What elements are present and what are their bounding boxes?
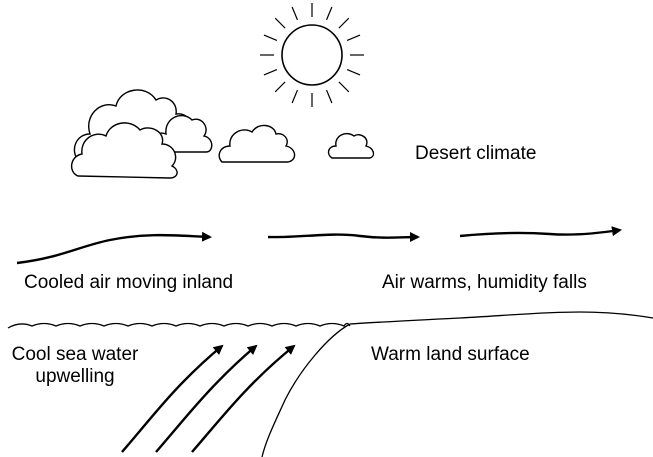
sun-ray xyxy=(338,17,350,29)
arrow-icon xyxy=(16,226,622,265)
sea-surface-waves xyxy=(7,322,351,329)
cool-sea-label: Cool sea water upwelling xyxy=(5,344,145,388)
warm-air-arrow xyxy=(459,226,622,238)
cool-sea-label-line1: Cool sea water xyxy=(11,344,139,365)
upwelling-arrows xyxy=(121,344,296,453)
air-warms-label: Air warms, humidity falls xyxy=(382,272,587,293)
sun-ray xyxy=(325,6,333,21)
coastline-slope xyxy=(261,323,351,457)
land-surface xyxy=(349,311,653,325)
sun-ray xyxy=(263,34,278,42)
cloud-icon xyxy=(71,89,375,179)
desert-climate-label: Desert climate xyxy=(415,143,537,164)
sun-ray xyxy=(274,81,286,93)
sun-ray xyxy=(263,68,278,76)
sun-ray xyxy=(346,68,361,76)
cooled-air-arrow xyxy=(16,231,212,265)
middle-air-arrow xyxy=(267,232,420,243)
sun-ray xyxy=(325,89,333,104)
sun-ray xyxy=(291,89,299,104)
sun-ray xyxy=(346,34,361,42)
cooled-air-label: Cooled air moving inland xyxy=(24,272,234,293)
sun-ray xyxy=(291,6,299,21)
warm-land-label: Warm land surface xyxy=(371,344,530,365)
sun-ray xyxy=(274,17,286,29)
sun-ray xyxy=(338,81,350,93)
sun-icon xyxy=(260,3,364,107)
cool-sea-label-line2: upwelling xyxy=(35,366,115,387)
